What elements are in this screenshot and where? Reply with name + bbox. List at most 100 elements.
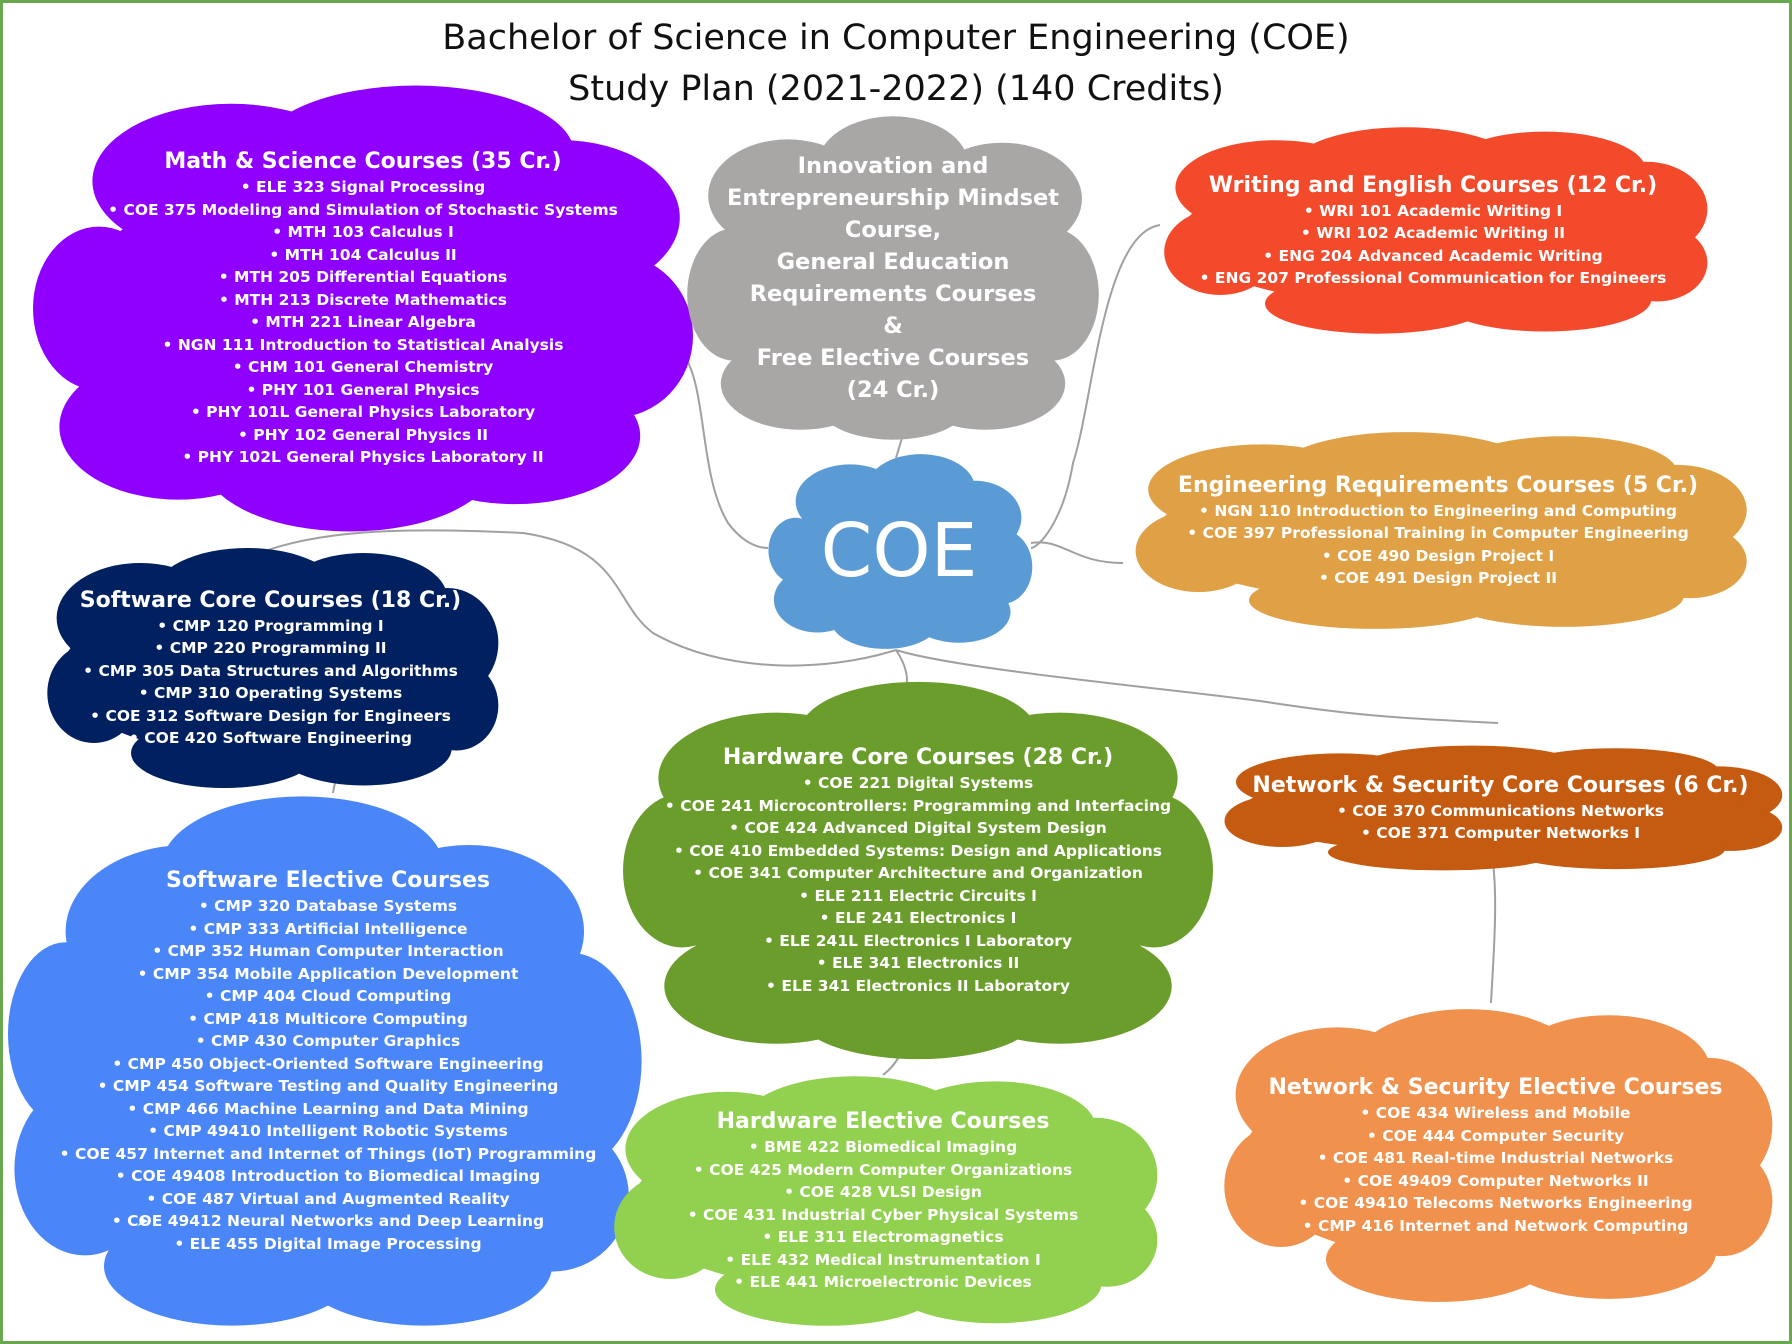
course-item: COE 431 Industrial Cyber Physical System… [688, 1204, 1078, 1227]
course-item: CMP 320 Database Systems [60, 895, 597, 918]
course-item: CMP 333 Artificial Intelligence [60, 918, 597, 941]
course-item: COE 410 Embedded Systems: Design and App… [665, 840, 1171, 863]
software-core-list: CMP 120 Programming I CMP 220 Programmin… [83, 615, 458, 750]
software-elective-title: Software Elective Courses [165, 868, 491, 893]
course-item: PHY 101L General Physics Laboratory [108, 401, 618, 424]
course-item: COE 487 Virtual and Augmented Reality [60, 1188, 597, 1211]
course-item: PHY 102 General Physics II [108, 424, 618, 447]
title-line-2: Study Plan (2021-2022) (140 Credits) [568, 69, 1224, 109]
course-item: ELE 455 Digital Image Processing [60, 1233, 597, 1256]
network-security-core-content: Network & Security Core Courses (6 Cr.) … [1213, 743, 1788, 873]
software-elective-list: CMP 320 Database Systems CMP 333 Artific… [60, 895, 597, 1256]
course-item: COE 397 Professional Training in Compute… [1187, 522, 1689, 545]
course-item: COE 444 Computer Security [1298, 1125, 1692, 1148]
network-security-elective-list: COE 434 Wireless and Mobile COE 444 Comp… [1298, 1102, 1693, 1238]
general-line: & [883, 313, 903, 339]
course-item: ELE 341 Electronics II Laboratory [665, 975, 1171, 998]
course-item: CMP 354 Mobile Application Development [60, 963, 597, 986]
course-item: CMP 305 Data Structures and Algorithms [83, 660, 457, 683]
math-science-list: ELE 323 Signal Processing COE 375 Modeli… [108, 176, 618, 469]
hardware-core-cloud: Hardware Core Courses (28 Cr.) COE 221 D… [623, 678, 1213, 1063]
link-engineering [1030, 541, 1124, 564]
writing-english-cloud: Writing and English Courses (12 Cr.) WRI… [1153, 123, 1713, 338]
general-line: General Education [776, 249, 1010, 275]
general-line: Innovation and [797, 153, 989, 179]
course-item: MTH 205 Differential Equations [108, 266, 618, 289]
general-line: Requirements Courses [749, 281, 1037, 307]
course-item: COE 49412 Neural Networks and Deep Learn… [60, 1210, 597, 1233]
course-item: COE 428 VLSI Design [688, 1181, 1079, 1204]
math-science-cloud: Math & Science Courses (35 Cr.) ELE 323 … [33, 81, 693, 536]
course-item: ELE 211 Electric Circuits I [665, 885, 1171, 908]
course-item: COE 434 Wireless and Mobile [1298, 1102, 1692, 1125]
hardware-core-list: COE 221 Digital Systems COE 241 Microcon… [665, 772, 1171, 997]
writing-english-title: Writing and English Courses (12 Cr.) [1208, 172, 1658, 198]
general-line: (24 Cr.) [846, 377, 940, 403]
link-software-core [267, 529, 897, 667]
hardware-core-title: Hardware Core Courses (28 Cr.) [722, 745, 1114, 770]
course-item: CMP 466 Machine Learning and Data Mining [60, 1098, 597, 1121]
writing-english-list: WRI 101 Academic Writing I WRI 102 Acade… [1200, 200, 1667, 290]
course-item: PHY 102L General Physics Laboratory II [108, 446, 618, 469]
course-item: MTH 103 Calculus I [108, 221, 618, 244]
course-item: BME 422 Biomedical Imaging [688, 1136, 1079, 1159]
course-item: WRI 101 Academic Writing I [1200, 200, 1667, 223]
network-security-elective-content: Network & Security Elective Courses COE … [1213, 1003, 1778, 1308]
coe-center-cloud: COE [763, 448, 1035, 653]
hardware-elective-title: Hardware Elective Courses [716, 1109, 1050, 1135]
course-item: COE 491 Design Project II [1187, 567, 1688, 590]
course-item: ELE 323 Signal Processing [108, 176, 618, 199]
course-item: COE 221 Digital Systems [665, 772, 1171, 795]
general-line: Entrepreneurship Mindset [726, 185, 1060, 211]
course-item: MTH 213 Discrete Mathematics [108, 289, 618, 312]
course-item: WRI 102 Academic Writing II [1200, 222, 1667, 245]
math-science-title: Math & Science Courses (35 Cr.) [164, 149, 562, 175]
course-item: CMP 49410 Intelligent Robotic Systems [60, 1120, 597, 1143]
course-item: ENG 204 Advanced Academic Writing [1200, 245, 1667, 268]
course-item: NGN 111 Introduction to Statistical Anal… [108, 334, 618, 357]
course-item: ELE 241 Electronics I [665, 907, 1171, 930]
network-security-elective-cloud: Network & Security Elective Courses COE … [1213, 1003, 1778, 1308]
course-item: CMP 404 Cloud Computing [60, 985, 597, 1008]
general-line: Course, [844, 217, 942, 243]
connector-lines [267, 224, 1499, 1076]
course-item: COE 49408 Introduction to Biomedical Ima… [60, 1165, 597, 1188]
course-item: COE 241 Microcontrollers: Programming an… [665, 795, 1171, 818]
course-item: ELE 441 Microelectronic Devices [688, 1271, 1079, 1294]
course-item: ELE 311 Electromagnetics [688, 1226, 1079, 1249]
course-item: COE 424 Advanced Digital System Design [665, 817, 1171, 840]
software-core-content: Software Core Courses (18 Cr.) CMP 120 P… [38, 543, 503, 793]
course-item: ENG 207 Professional Communication for E… [1200, 267, 1667, 290]
software-core-cloud: Software Core Courses (18 Cr.) CMP 120 P… [38, 543, 503, 793]
course-item: COE 341 Computer Architecture and Organi… [665, 862, 1171, 885]
software-elective-content: Software Elective Courses CMP 320 Databa… [8, 791, 648, 1331]
hardware-elective-list: BME 422 Biomedical Imaging COE 425 Moder… [688, 1136, 1079, 1294]
general-line: Free Elective Courses [756, 345, 1030, 371]
network-security-core-title: Network & Security Core Courses (6 Cr.) [1252, 772, 1749, 798]
course-item: COE 371 Computer Networks I [1337, 822, 1664, 845]
cloud-shape [768, 454, 1033, 649]
general-education-cloud: Innovation and Entrepreneurship Mindset … [683, 113, 1103, 443]
course-item: COE 481 Real-time Industrial Networks [1298, 1147, 1692, 1170]
math-science-content: Math & Science Courses (35 Cr.) ELE 323 … [33, 81, 693, 536]
course-item: CMP 310 Operating Systems [83, 682, 458, 705]
coe-center-content: COE [763, 448, 1035, 653]
course-item: MTH 104 Calculus II [108, 244, 618, 267]
course-item: COE 425 Modern Computer Organizations [688, 1159, 1079, 1182]
writing-english-content: Writing and English Courses (12 Cr.) WRI… [1153, 123, 1713, 338]
network-security-core-cloud: Network & Security Core Courses (6 Cr.) … [1213, 743, 1788, 873]
link-writing [1030, 224, 1161, 549]
hardware-core-content: Hardware Core Courses (28 Cr.) COE 221 D… [623, 678, 1213, 1063]
course-item: ELE 432 Medical Instrumentation I [688, 1249, 1079, 1272]
course-item: COE 49409 Computer Networks II [1298, 1170, 1692, 1193]
course-item: COE 370 Communications Networks [1337, 800, 1664, 823]
course-item: MTH 221 Linear Algebra [108, 311, 618, 334]
course-item: CMP 430 Computer Graphics [60, 1030, 597, 1053]
coe-label: COE [820, 507, 978, 594]
course-item: CMP 416 Internet and Network Computing [1298, 1215, 1692, 1238]
hardware-elective-cloud: Hardware Elective Courses BME 422 Biomed… [603, 1071, 1163, 1331]
course-item: NGN 110 Introduction to Engineering and … [1187, 500, 1688, 523]
course-item: CMP 418 Multicore Computing [60, 1008, 597, 1031]
course-item: COE 312 Software Design for Engineers [83, 705, 458, 728]
